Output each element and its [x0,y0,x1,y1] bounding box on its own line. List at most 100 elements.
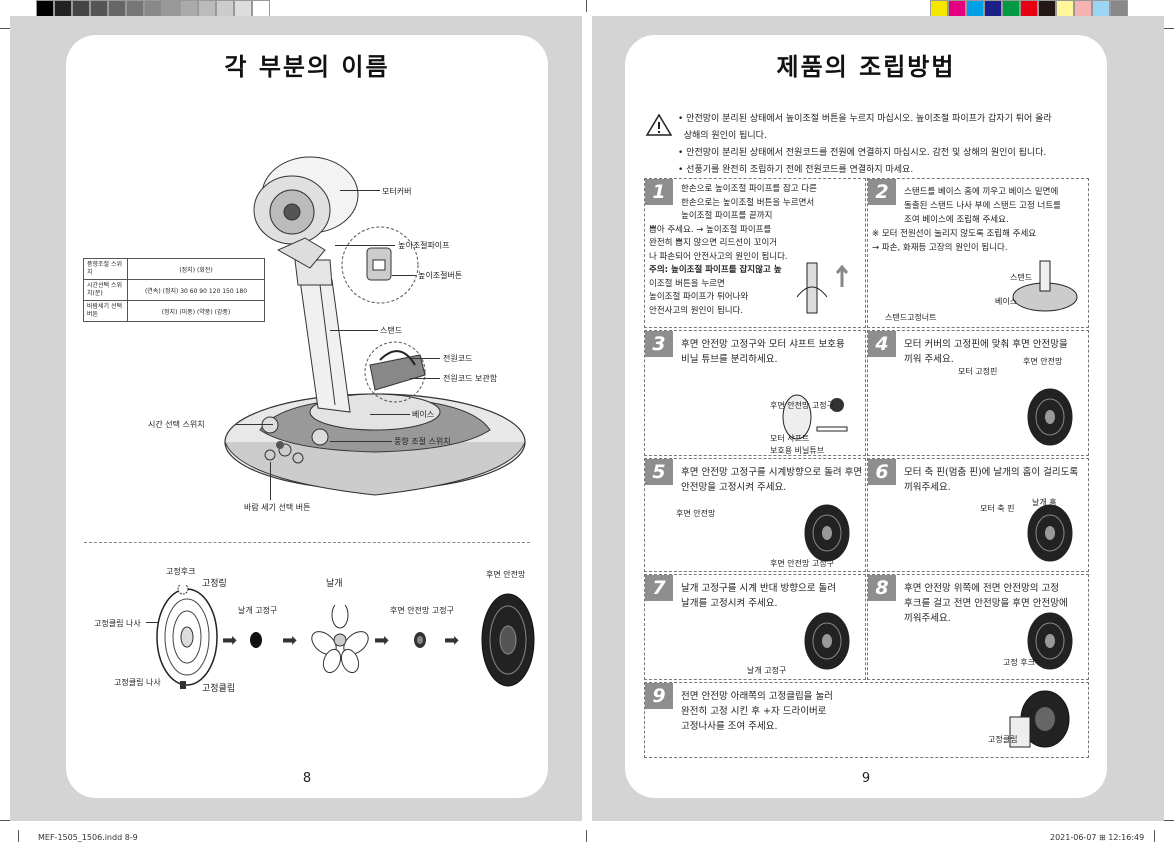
front-guard-illustration [156,585,218,689]
step-line: 끼워주세요. [904,613,951,624]
spec-value: (정지) (회전) [127,258,265,280]
step-line: 비닐 튜브를 분리하세요. [681,354,778,365]
spec-name: 바람세기 선택버튼 [83,300,128,322]
left-page-footer: 8 [66,758,548,798]
label-motor-cover: 모터커버 [382,187,412,196]
label-clip: 고정클립 [202,684,236,694]
step-illustration [796,262,849,314]
step-callout-label: 후면 안전망 [1023,357,1063,366]
step-line: 나 파손되어 안전사고의 원인이 됩니다. [649,251,788,262]
label-base: 베이스 [412,410,435,419]
label-cord-storage: 전원코드 보관함 [443,374,498,383]
label-blade-fixer: 날개 고정구 [238,606,278,615]
step-line: 뽑아 주세요. → 높이조절 파이프를 [649,224,772,235]
page-number: 9 [861,770,871,786]
step-number: 1 [645,179,673,205]
step-line: 전면 안전망 아래쪽의 고정클립을 눌러 [681,691,833,702]
step-line: 안전사고의 원인이 됩니다. [649,305,744,316]
left-page-title: 각 부분의 이름 [66,35,548,93]
step-number: 7 [645,575,673,601]
step-illustration [1027,504,1073,562]
blade-fixer-illustration [250,632,262,648]
step-line: 주의: 높이조절 파이프를 잡지않고 높 [649,265,782,275]
step-callout-label: 고정 후크 [1003,658,1035,667]
step-number: 8 [868,575,896,601]
step-line: 완전히 뽑지 않으면 리드선이 꼬이거 [649,238,778,248]
label-time-switch: 시간 선택 스위치 [148,420,205,429]
spec-name: 시간선택 스위치(분) [83,279,128,301]
step-callout-label: 날개 고정구 [747,666,787,675]
arrow-icon: ➡ [374,630,390,651]
warning-item: • 안전망이 분리된 상태에서 전원코드를 전원에 연결하지 마십시오. 감전 … [678,148,1047,158]
arrow-icon: ➡ [444,630,460,651]
indd-filename: MEF-1505_1506.indd 8-9 [38,833,138,842]
warning-item: 상해의 원인이 됩니다. [678,131,767,141]
step-line: 끼워주세요. [904,482,951,493]
step-line: 모터 축 핀(멈춤 핀)에 날개의 홈이 걸리도록 [904,467,1079,478]
step-line: 높이조절 파이프가 튀어나와 [649,292,749,302]
rear-guard-fixer-illustration [414,632,426,648]
step-number: 6 [868,459,896,485]
step-illustration [782,394,848,440]
step-callout-label: 모터 고정핀 [958,367,998,376]
step-illustration [1009,690,1070,748]
registration-swatches-left [36,0,270,19]
step-number: 5 [645,459,673,485]
right-page-title: 제품의 조립방법 [625,35,1107,93]
arrow-icon: ➡ [282,630,298,651]
step-callout-label: 스탠드 [1010,273,1033,282]
switch-spec-table: 풍향조절 스위치(정지) (회전)시간선택 스위치(분)(연속) (정지) 30… [83,258,265,322]
step-line: 한손으로 높이조절 파이프를 잡고 다른 [681,184,817,194]
spec-value: (연속) (정지) 30 60 90 120 150 180 [127,279,265,301]
page-number: 8 [302,770,312,786]
step-line: → 파손, 화재등 고장의 원인이 됩니다. [872,243,1008,253]
label-power-cord: 전원코드 [443,354,473,363]
warning-triangle-icon [645,113,673,136]
label-hook: 고정후크 [166,567,196,576]
step-callout-label: 베이스 [995,297,1018,306]
step-line: ※ 모터 전원선이 눌리지 않도록 조립해 주세요 [872,229,1037,239]
warning-block: • 안전망이 분리된 상태에서 높이조절 버튼을 누르지 마십시오. 높이조절 … [645,111,1052,179]
step-callout-label: 후면 안전망 고정구 [770,401,834,410]
step-illustration [804,612,850,670]
label-direction-switch: 풍향 조절 스위치 [394,437,451,446]
step-callout-label: 고정클립 [988,735,1018,744]
warning-item: • 안전망이 분리된 상태에서 높이조절 버튼을 누르지 마십시오. 높이조절 … [678,114,1052,124]
print-datetime: 2021-06-07 ⊞ 12:16:49 [1050,833,1145,842]
step-line: 후면 안전망 고정구와 모터 샤프트 보호용 [681,339,845,350]
label-blade: 날개 [326,579,343,589]
spec-value: (정지) (미풍) (약풍) (강풍) [127,300,265,322]
step-callout-label: 모터 샤프트 [770,434,810,443]
spec-row: 풍향조절 스위치(정지) (회전) [83,258,265,280]
step-line: 돌출된 스탠드 나사 부에 스탠드 고정 너트를 [904,201,1061,211]
step-line: 후크를 걸고 전면 안전망을 후면 안전망에 [904,598,1068,609]
label-rear-guard-fixer: 후면 안전망 고정구 [390,606,454,615]
label-wind-button: 바람 세기 선택 버튼 [244,503,311,512]
label-height-pipe: 높이조절파이프 [398,241,450,250]
spec-row: 시간선택 스위치(분)(연속) (정지) 30 60 90 120 150 18… [83,279,265,301]
label-clip-screw-top: 고정클립 나사 [94,619,141,628]
arrow-icon: ➡ [222,630,238,651]
section-divider [84,542,530,543]
step-illustration [1027,388,1073,446]
step-number: 3 [645,331,673,357]
step-illustration [1027,612,1073,670]
step-line: 날개를 고정시켜 주세요. [681,598,778,609]
rear-guard-illustration [481,593,535,687]
step-line: 날개 고정구를 시계 반대 방향으로 돌려 [681,583,836,594]
spec-row: 바람세기 선택버튼(정지) (미풍) (약풍) (강풍) [83,300,265,322]
step-line: 조여 베이스에 조립해 주세요. [904,215,1009,225]
